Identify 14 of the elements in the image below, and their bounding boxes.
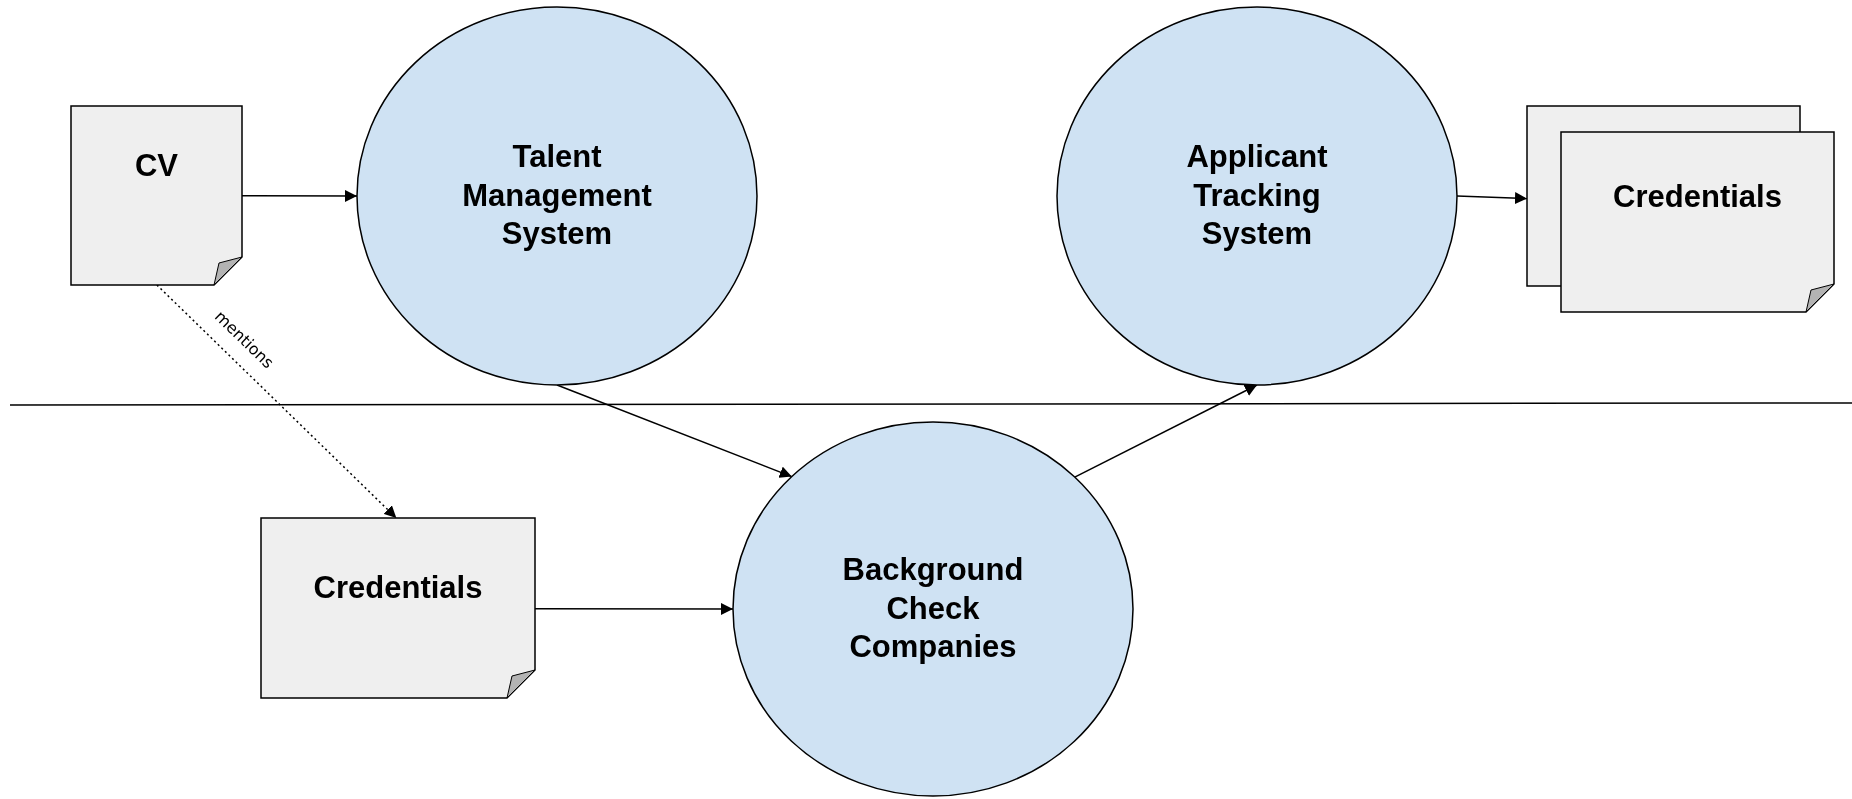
arrow [556,384,793,478]
arrow [1074,384,1258,478]
document-stack-shape [1527,106,1834,312]
document-shape [261,518,535,698]
node-label: CV [134,146,179,185]
ellipse-shape [1057,7,1457,385]
node-label: Credentials [313,568,483,607]
node-label: Talent Management System [461,137,653,254]
ellipse-shape [733,422,1133,796]
node-label: Applicant Tracking System [1185,137,1329,254]
ellipse-shape [357,7,757,385]
node-label: Background Check Companies [841,550,1025,667]
document-shape [71,106,242,285]
node-label: Credentials [1613,177,1782,216]
